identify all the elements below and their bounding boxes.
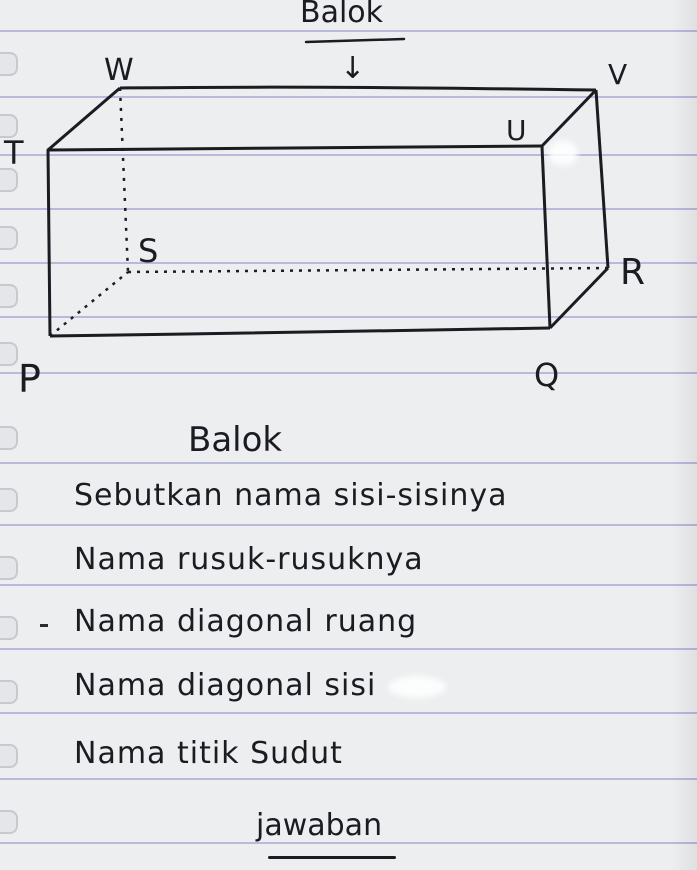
vertex-label-R: R — [620, 252, 645, 293]
ruled-line — [0, 524, 697, 526]
punch-hole — [0, 284, 18, 308]
answer-underline — [268, 856, 396, 859]
question-item: Nama diagonal sisi — [74, 668, 377, 703]
correction-smudge — [388, 676, 446, 698]
punch-hole — [0, 810, 18, 834]
ruled-line — [0, 372, 697, 374]
questions-title: Balok — [188, 420, 283, 460]
question-item: Nama titik Sudut — [74, 736, 343, 771]
punch-hole — [0, 426, 18, 450]
punch-hole — [0, 488, 18, 512]
vertex-label-S: S — [138, 232, 158, 270]
punch-hole — [0, 342, 18, 366]
edge-UQ — [540, 145, 552, 329]
punch-hole — [0, 616, 18, 640]
punch-hole — [0, 52, 18, 76]
edge-WV — [119, 85, 597, 92]
edge-TP — [46, 149, 52, 337]
ruled-line — [0, 316, 697, 318]
edge-PQ — [49, 326, 551, 338]
heading-title: Balok — [300, 0, 384, 30]
vertex-label-P: P — [18, 357, 41, 401]
punch-hole — [0, 226, 18, 250]
punch-hole — [0, 114, 18, 138]
punch-hole — [0, 556, 18, 580]
answer-label: jawaban — [256, 808, 383, 843]
edge-UV — [540, 88, 598, 148]
page-shadow — [671, 0, 697, 870]
ruled-line — [0, 96, 697, 98]
vertex-label-V: V — [608, 58, 627, 91]
vertex-label-Q: Q — [534, 356, 559, 394]
ruled-line — [0, 584, 697, 586]
ruled-line — [0, 154, 697, 156]
question-item: Sebutkan nama sisi-sisinya — [74, 478, 508, 513]
edge-WS-hidden — [118, 87, 130, 273]
ruled-line — [0, 462, 697, 464]
punch-hole — [0, 744, 18, 768]
ruled-line — [0, 842, 697, 844]
vertex-label-U: U — [506, 114, 527, 147]
edge-TU — [46, 144, 544, 152]
heading-arrow: ↓ — [340, 51, 365, 86]
ruled-line — [0, 712, 697, 714]
vertex-label-W: W — [104, 53, 134, 88]
ruled-line — [0, 648, 697, 650]
heading-underline — [304, 37, 406, 44]
cuboid-diagram: Balok ↓ W V T U S R P Q — [3, 0, 645, 401]
ruled-line — [0, 778, 697, 780]
ruled-line — [0, 262, 697, 264]
correction-smudge — [548, 140, 578, 166]
ruled-line — [0, 30, 697, 32]
edge-QR — [548, 266, 610, 330]
edge-PS-hidden — [49, 271, 129, 337]
question-item: Nama diagonal ruang — [74, 604, 418, 639]
question-item: Nama rusuk-rusuknya — [74, 542, 424, 577]
margin-dash — [40, 624, 48, 627]
edge-VR — [594, 89, 610, 269]
punch-hole — [0, 168, 18, 192]
vertex-label-T: T — [3, 134, 24, 172]
edge-TW — [47, 86, 121, 152]
ruled-line — [0, 208, 697, 210]
edge-SR-hidden — [127, 266, 609, 274]
punch-hole — [0, 680, 18, 704]
